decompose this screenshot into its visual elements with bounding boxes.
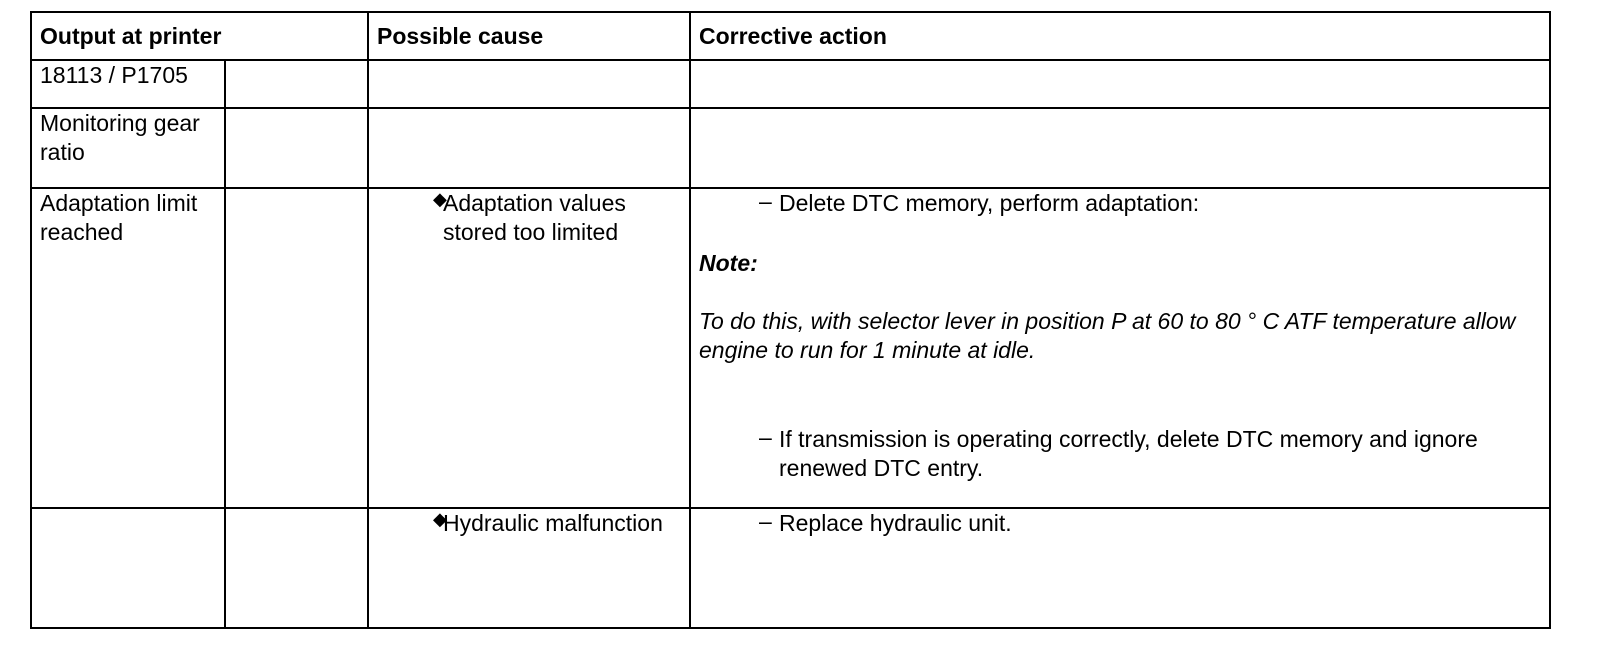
empty-cell xyxy=(30,507,226,629)
table-row-code: 18113 / P1705 xyxy=(30,59,1551,109)
diagnostic-table: Output at printer Possible cause Correct… xyxy=(30,11,1551,629)
adaptation-cell: Adaptation limit reached xyxy=(30,187,226,509)
bullet-diamond-icon: ◆ xyxy=(433,509,447,529)
note-label: Note: xyxy=(699,250,758,276)
empty-cell xyxy=(689,107,1551,189)
action-text: Delete DTC memory, perform adaptation: xyxy=(779,190,1200,216)
header-possible-cause: Possible cause xyxy=(367,11,691,61)
action-item: – Replace hydraulic unit. xyxy=(699,508,1541,538)
empty-cell xyxy=(367,107,691,189)
cause-cell: ◆ Adaptation values stored too limited xyxy=(367,187,691,509)
cause-item: ◆ Adaptation values stored too limited xyxy=(377,189,681,247)
table-row-adaptation: Adaptation limit reached ◆ Adaptation va… xyxy=(30,187,1551,509)
empty-cell xyxy=(367,59,691,109)
empty-cell xyxy=(224,107,369,189)
empty-cell xyxy=(224,187,369,509)
fault-code-cell: 18113 / P1705 xyxy=(30,59,226,109)
empty-cell xyxy=(224,507,369,629)
action-cell: – Delete DTC memory, perform adaptation:… xyxy=(689,187,1551,509)
dash-icon: – xyxy=(759,508,772,534)
header-row: Output at printer Possible cause Correct… xyxy=(30,11,1551,61)
action-item: – If transmission is operating correctly… xyxy=(699,424,1541,483)
empty-cell xyxy=(689,59,1551,109)
action-item: – Delete DTC memory, perform adaptation: xyxy=(699,188,1541,218)
header-output-at-printer: Output at printer xyxy=(30,11,369,61)
action-text: If transmission is operating correctly, … xyxy=(779,426,1478,481)
table-row-monitoring: Monitoring gear ratio xyxy=(30,107,1551,189)
dash-icon: – xyxy=(759,188,772,214)
note-text: To do this, with selector lever in posit… xyxy=(699,308,1516,363)
cause-cell: ◆ Hydraulic malfunction xyxy=(367,507,691,629)
table-row-hydraulic: ◆ Hydraulic malfunction – Replace hydrau… xyxy=(30,507,1551,629)
header-corrective-action: Corrective action xyxy=(689,11,1551,61)
action-cell: – Replace hydraulic unit. xyxy=(689,507,1551,629)
dash-icon: – xyxy=(759,424,772,450)
action-text: Replace hydraulic unit. xyxy=(779,510,1012,536)
cause-item: ◆ Hydraulic malfunction xyxy=(377,509,681,538)
bullet-diamond-icon: ◆ xyxy=(433,189,447,209)
cause-text: Adaptation values stored too limited xyxy=(443,190,626,245)
cause-text: Hydraulic malfunction xyxy=(443,510,663,536)
monitoring-cell: Monitoring gear ratio xyxy=(30,107,226,189)
empty-cell xyxy=(224,59,369,109)
